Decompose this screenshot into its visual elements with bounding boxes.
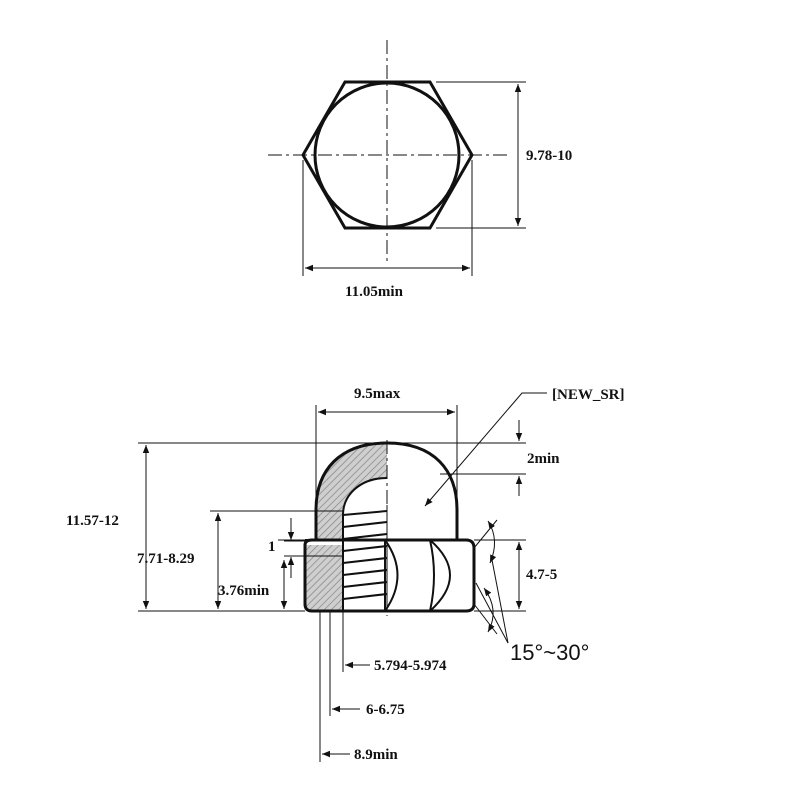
angle-leader-2 [491,559,509,644]
dim-angle-label: 15°~30° [510,640,589,665]
dim-bearing-dia-label: 8.9min [354,747,398,763]
note-label: [NEW_SR] [552,387,625,403]
thread-lines [342,505,388,611]
angle-leader-1 [475,582,509,644]
side-view: 9.5max [NEW_SR] 2min 11.57-12 7.71-8.29 … [66,386,625,763]
dim-corners-label: 11.05min [345,284,404,300]
dim-overall-height-label: 11.57-12 [66,513,119,529]
angle-ref-line-lower [473,603,498,635]
hex-face-center [429,539,435,612]
dim-dome-top-label: 2min [527,451,560,467]
section-hex-wall [305,545,343,610]
angle-arc-lower [483,587,495,633]
bore-outline [342,477,388,610]
note-leader [424,392,547,507]
top-view: 9.78-10 11.05min [268,40,572,300]
dim-thread-height-label: 7.71-8.29 [137,551,195,567]
dim-minor-dia-label: 5.794-5.974 [374,658,447,674]
dim-major-dia-label: 6-6.75 [366,702,405,718]
angle-arc-upper [487,520,497,564]
hex-face-left [384,539,399,612]
dim-dome-width-label: 9.5max [354,386,401,402]
dim-hex-height-label: 4.7-5 [526,567,557,583]
dim-flats-label: 9.78-10 [526,148,572,164]
dim-pitch-label: 1 [268,539,276,555]
dim-hex-base-label: 3.76min [218,583,270,599]
angle-ref-line-upper [473,519,498,549]
hex-face-right [429,539,451,612]
